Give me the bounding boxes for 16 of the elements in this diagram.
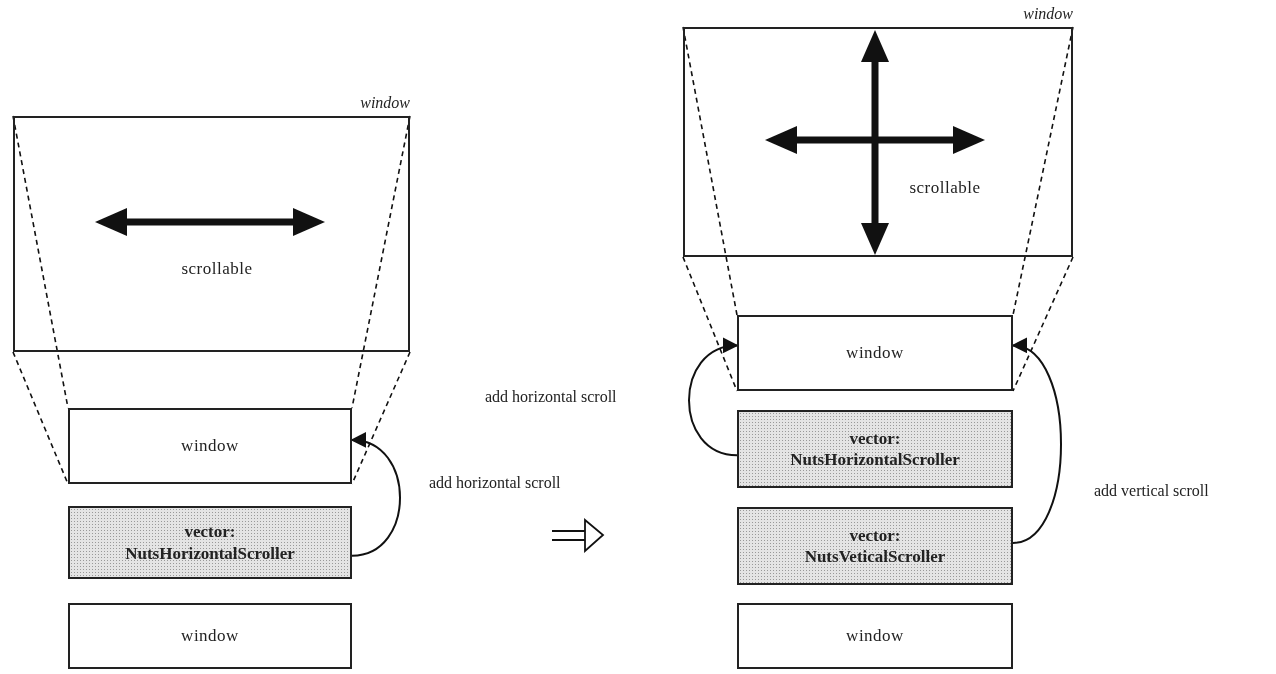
projection-line	[1012, 256, 1074, 392]
scroller-box: vector: NutsVeticalScroller	[737, 507, 1013, 585]
window-heading: window	[1023, 5, 1073, 23]
curved-arrow	[688, 339, 739, 457]
window-heading: window	[360, 94, 410, 112]
scrollable-label: scrollable	[181, 259, 253, 279]
window-box: window	[737, 315, 1013, 391]
window-box: window	[68, 603, 352, 669]
window-box: window	[737, 603, 1013, 669]
window-box: window	[68, 408, 352, 484]
scrollable-label: scrollable	[909, 178, 981, 198]
projection-line	[682, 26, 738, 316]
scroller-box: vector: NutsHorizontalScroller	[68, 506, 352, 579]
projection-line	[1012, 26, 1074, 316]
scroller-box: vector: NutsHorizontalScroller	[737, 410, 1013, 488]
projection-line	[351, 115, 411, 409]
